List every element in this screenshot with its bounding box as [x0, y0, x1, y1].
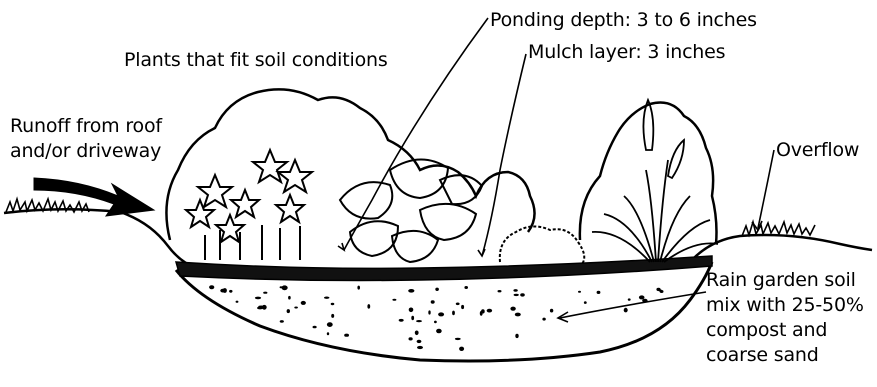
soil-particle	[660, 290, 664, 293]
soil-mix-particles	[209, 285, 663, 351]
soil-particle	[436, 329, 442, 334]
overflow-label: Overflow	[776, 138, 859, 163]
mulch-leader-line	[482, 54, 526, 256]
soil-particle	[327, 332, 329, 335]
soil-particle	[313, 326, 317, 329]
soil-particle	[514, 294, 519, 296]
runoff-label-line-2: and/or driveway	[10, 139, 162, 164]
soil-particle	[209, 285, 214, 289]
soil-particle	[578, 291, 581, 293]
soil-particle	[461, 305, 464, 309]
soil-particle	[416, 320, 422, 322]
soil-particle	[324, 297, 329, 299]
soil-particle	[301, 301, 306, 305]
soil-particle	[431, 300, 435, 303]
soil-particle	[263, 292, 267, 294]
soil-particle	[428, 310, 430, 314]
soil-particle	[409, 337, 413, 340]
soil-particle	[411, 316, 414, 320]
ornamental-grass-plant	[592, 100, 718, 262]
soil-particle	[438, 312, 444, 316]
plants-label: Plants that fit soil conditions	[124, 48, 388, 73]
overflow-leader-line	[758, 150, 774, 228]
soil-particle	[409, 308, 414, 313]
runoff-label: Runoff from roof and/or driveway	[10, 114, 162, 164]
soil-particle	[288, 296, 291, 300]
soil-particle	[331, 314, 334, 318]
soil-mix-label: Rain garden soil mix with 25-50% compost…	[706, 268, 864, 368]
soil-particle	[282, 285, 288, 290]
soil-particle	[236, 301, 239, 303]
soil-particle	[294, 307, 298, 309]
soil-particle	[229, 290, 232, 293]
soil-particle	[331, 303, 335, 305]
soil-particle	[367, 304, 370, 309]
soil-particle	[515, 313, 521, 317]
soil-particle	[417, 346, 423, 349]
soil-particle	[459, 347, 464, 351]
soil-particle	[415, 331, 419, 336]
soil-particle	[223, 288, 227, 293]
soil-particle	[639, 295, 645, 299]
background-shrub-left	[166, 89, 534, 240]
soil-particle	[510, 307, 515, 311]
soil-mix-label-line-2: mix with 25-50%	[706, 293, 864, 318]
soil-particle	[287, 309, 290, 313]
soil-particle	[515, 334, 518, 338]
soil-particle	[255, 297, 261, 300]
soil-particle	[434, 321, 437, 324]
small-shrub	[500, 226, 584, 264]
ponding-depth-label: Ponding depth: 3 to 6 inches	[490, 8, 757, 33]
soil-particle	[262, 305, 267, 310]
soil-particle	[280, 286, 283, 288]
soil-particle	[597, 291, 601, 294]
soil-particle	[584, 301, 587, 304]
soil-particle	[628, 298, 631, 300]
soil-particle	[408, 289, 414, 293]
soil-particle	[550, 309, 553, 313]
soil-mix-label-line-1: Rain garden soil	[706, 268, 864, 293]
soil-particle	[452, 311, 455, 316]
soil-particle	[399, 319, 404, 322]
soil-particle	[487, 309, 492, 313]
soil-particle	[480, 311, 483, 316]
soil-particle	[498, 290, 502, 292]
runoff-label-line-1: Runoff from roof	[10, 114, 162, 139]
soil-particle	[456, 303, 460, 306]
soil-particle	[417, 340, 422, 343]
background-shrub-right	[580, 103, 717, 245]
leafy-hosta-plant	[340, 159, 482, 262]
soil-particle	[520, 293, 525, 296]
mulch-layer-label: Mulch layer: 3 inches	[528, 40, 725, 65]
soil-particle	[624, 308, 628, 313]
soil-particle	[392, 299, 396, 301]
soil-particle	[513, 289, 517, 292]
mulch-layer	[176, 256, 712, 281]
soil-particle	[344, 334, 349, 337]
soil-particle	[542, 318, 545, 321]
star-flower-plants	[186, 150, 312, 260]
soil-particle	[464, 286, 468, 289]
soil-particle	[280, 320, 284, 323]
soil-particle	[357, 286, 360, 290]
soil-mix-label-line-4: coarse sand	[706, 343, 864, 368]
soil-particle	[435, 288, 439, 291]
soil-mix-label-line-3: compost and	[706, 318, 864, 343]
soil-particle	[455, 338, 461, 340]
soil-particle	[327, 322, 333, 327]
